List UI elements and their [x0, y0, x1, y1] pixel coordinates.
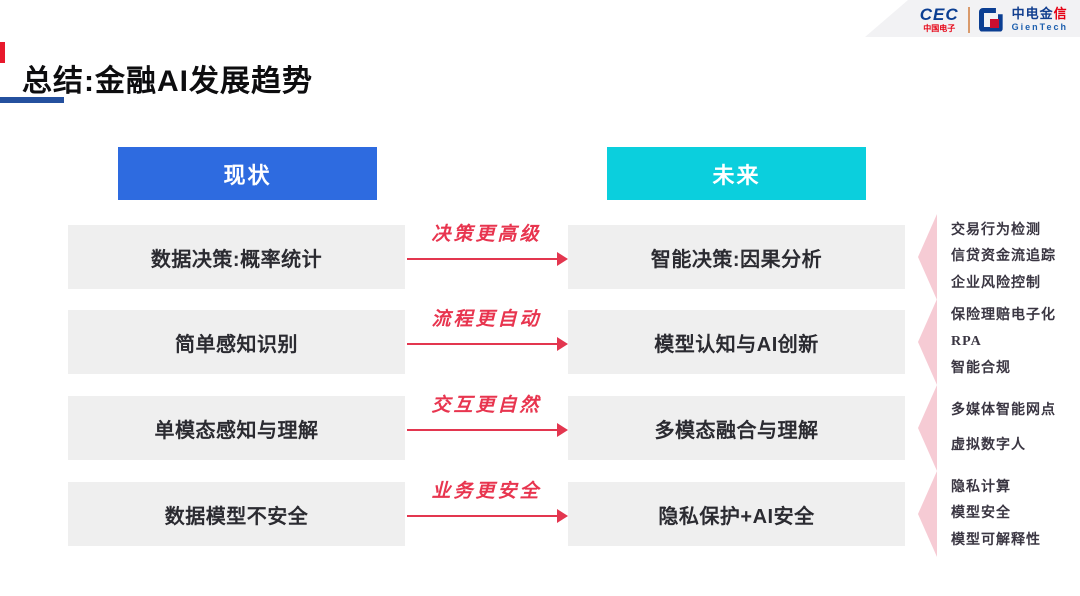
- future-box-row3: 多模态融合与理解: [568, 396, 905, 460]
- current-box-row2: 简单感知识别: [68, 310, 405, 374]
- transition-arrow-row2: 流程更自动: [405, 309, 568, 374]
- column-header-future: 未来: [607, 147, 866, 200]
- cec-logo-text: CEC: [919, 5, 959, 24]
- future-box-row2: 模型认知与AI创新: [568, 310, 905, 374]
- gientech-icon-outer: [978, 7, 1003, 32]
- page-title: 总结:金融AI发展趋势: [22, 65, 313, 98]
- title-underline: [0, 97, 64, 103]
- current-box-row1: 数据决策:概率统计: [68, 225, 405, 289]
- annotation-list-row2: 保险理赔电子化 RPA 智能合规: [951, 308, 1056, 376]
- annotation-item: 信贷资金流追踪: [951, 249, 1056, 265]
- annotation-item: 保险理赔电子化: [951, 307, 1056, 323]
- gientech-logo-en: GienTech: [1011, 22, 1068, 32]
- transition-arrow-row4: 业务更安全: [405, 481, 568, 546]
- current-box-row4: 数据模型不安全: [68, 482, 405, 546]
- annotation-item: RPA: [951, 334, 982, 350]
- cec-logo: CEC 中国电子: [920, 6, 959, 33]
- gientech-icon-inner: [989, 18, 999, 28]
- title-accent-bar: [0, 42, 5, 63]
- transition-label-row2: 流程更自动: [431, 309, 542, 330]
- left-triangle-icon-row4: [918, 471, 937, 557]
- annotation-item: 模型可解释性: [951, 532, 1041, 548]
- left-triangle-icon-row3: [918, 385, 937, 471]
- transition-label-row1: 决策更高级: [431, 224, 542, 245]
- future-box-row4: 隐私保护+AI安全: [568, 482, 905, 546]
- transition-label-row3: 交互更自然: [431, 395, 542, 416]
- left-triangle-icon-row2: [918, 299, 937, 385]
- transition-label-row4: 业务更安全: [431, 481, 542, 502]
- gientech-logo-icon: [978, 7, 1003, 32]
- arrow-head-icon-row4: [557, 509, 568, 523]
- transition-arrow-row3: 交互更自然: [405, 395, 568, 460]
- annotation-item: 多媒体智能网点: [951, 403, 1056, 419]
- future-box-row1: 智能决策:因果分析: [568, 225, 905, 289]
- logo-divider: [967, 6, 970, 33]
- annotation-list-row1: 交易行为检测 信贷资金流追踪 企业风险控制: [951, 223, 1056, 291]
- logo-group: CEC 中国电子 中电金信 GienTech: [920, 6, 1068, 33]
- arrow-head-icon-row3: [557, 423, 568, 437]
- annotation-item: 隐私计算: [951, 479, 1011, 495]
- arrow-head-icon-row1: [557, 252, 568, 266]
- left-triangle-icon-row1: [918, 214, 937, 300]
- gientech-logo-cn: 中电金信: [1012, 7, 1068, 20]
- arrow-line-row4: [407, 515, 558, 517]
- arrow-line-row3: [407, 429, 558, 431]
- column-header-current: 现状: [118, 147, 377, 200]
- annotation-item: 模型安全: [951, 506, 1011, 522]
- annotation-item: 交易行为检测: [951, 222, 1041, 238]
- gientech-cn-accent: 信: [1053, 6, 1068, 21]
- annotation-list-row4: 隐私计算 模型安全 模型可解释性: [951, 480, 1041, 548]
- annotation-row1: 交易行为检测 信贷资金流追踪 企业风险控制: [918, 214, 1056, 300]
- current-box-row3: 单模态感知与理解: [68, 396, 405, 460]
- annotation-row4: 隐私计算 模型安全 模型可解释性: [918, 471, 1041, 557]
- arrow-line-row1: [407, 258, 558, 260]
- arrow-head-icon-row2: [557, 337, 568, 351]
- annotation-row3: 多媒体智能网点 虚拟数字人: [918, 385, 1056, 471]
- annotation-item: 企业风险控制: [951, 275, 1041, 291]
- arrow-line-row2: [407, 343, 558, 345]
- annotation-item: 虚拟数字人: [951, 437, 1026, 453]
- transition-arrow-row1: 决策更高级: [405, 224, 568, 289]
- annotation-list-row3: 多媒体智能网点 虚拟数字人: [951, 403, 1056, 453]
- annotation-row2: 保险理赔电子化 RPA 智能合规: [918, 299, 1056, 385]
- gientech-logo: 中电金信 GienTech: [1012, 7, 1068, 32]
- cec-logo-subtext: 中国电子: [923, 24, 956, 33]
- annotation-item: 智能合规: [951, 360, 1011, 376]
- gientech-cn-main: 中电金: [1011, 6, 1054, 21]
